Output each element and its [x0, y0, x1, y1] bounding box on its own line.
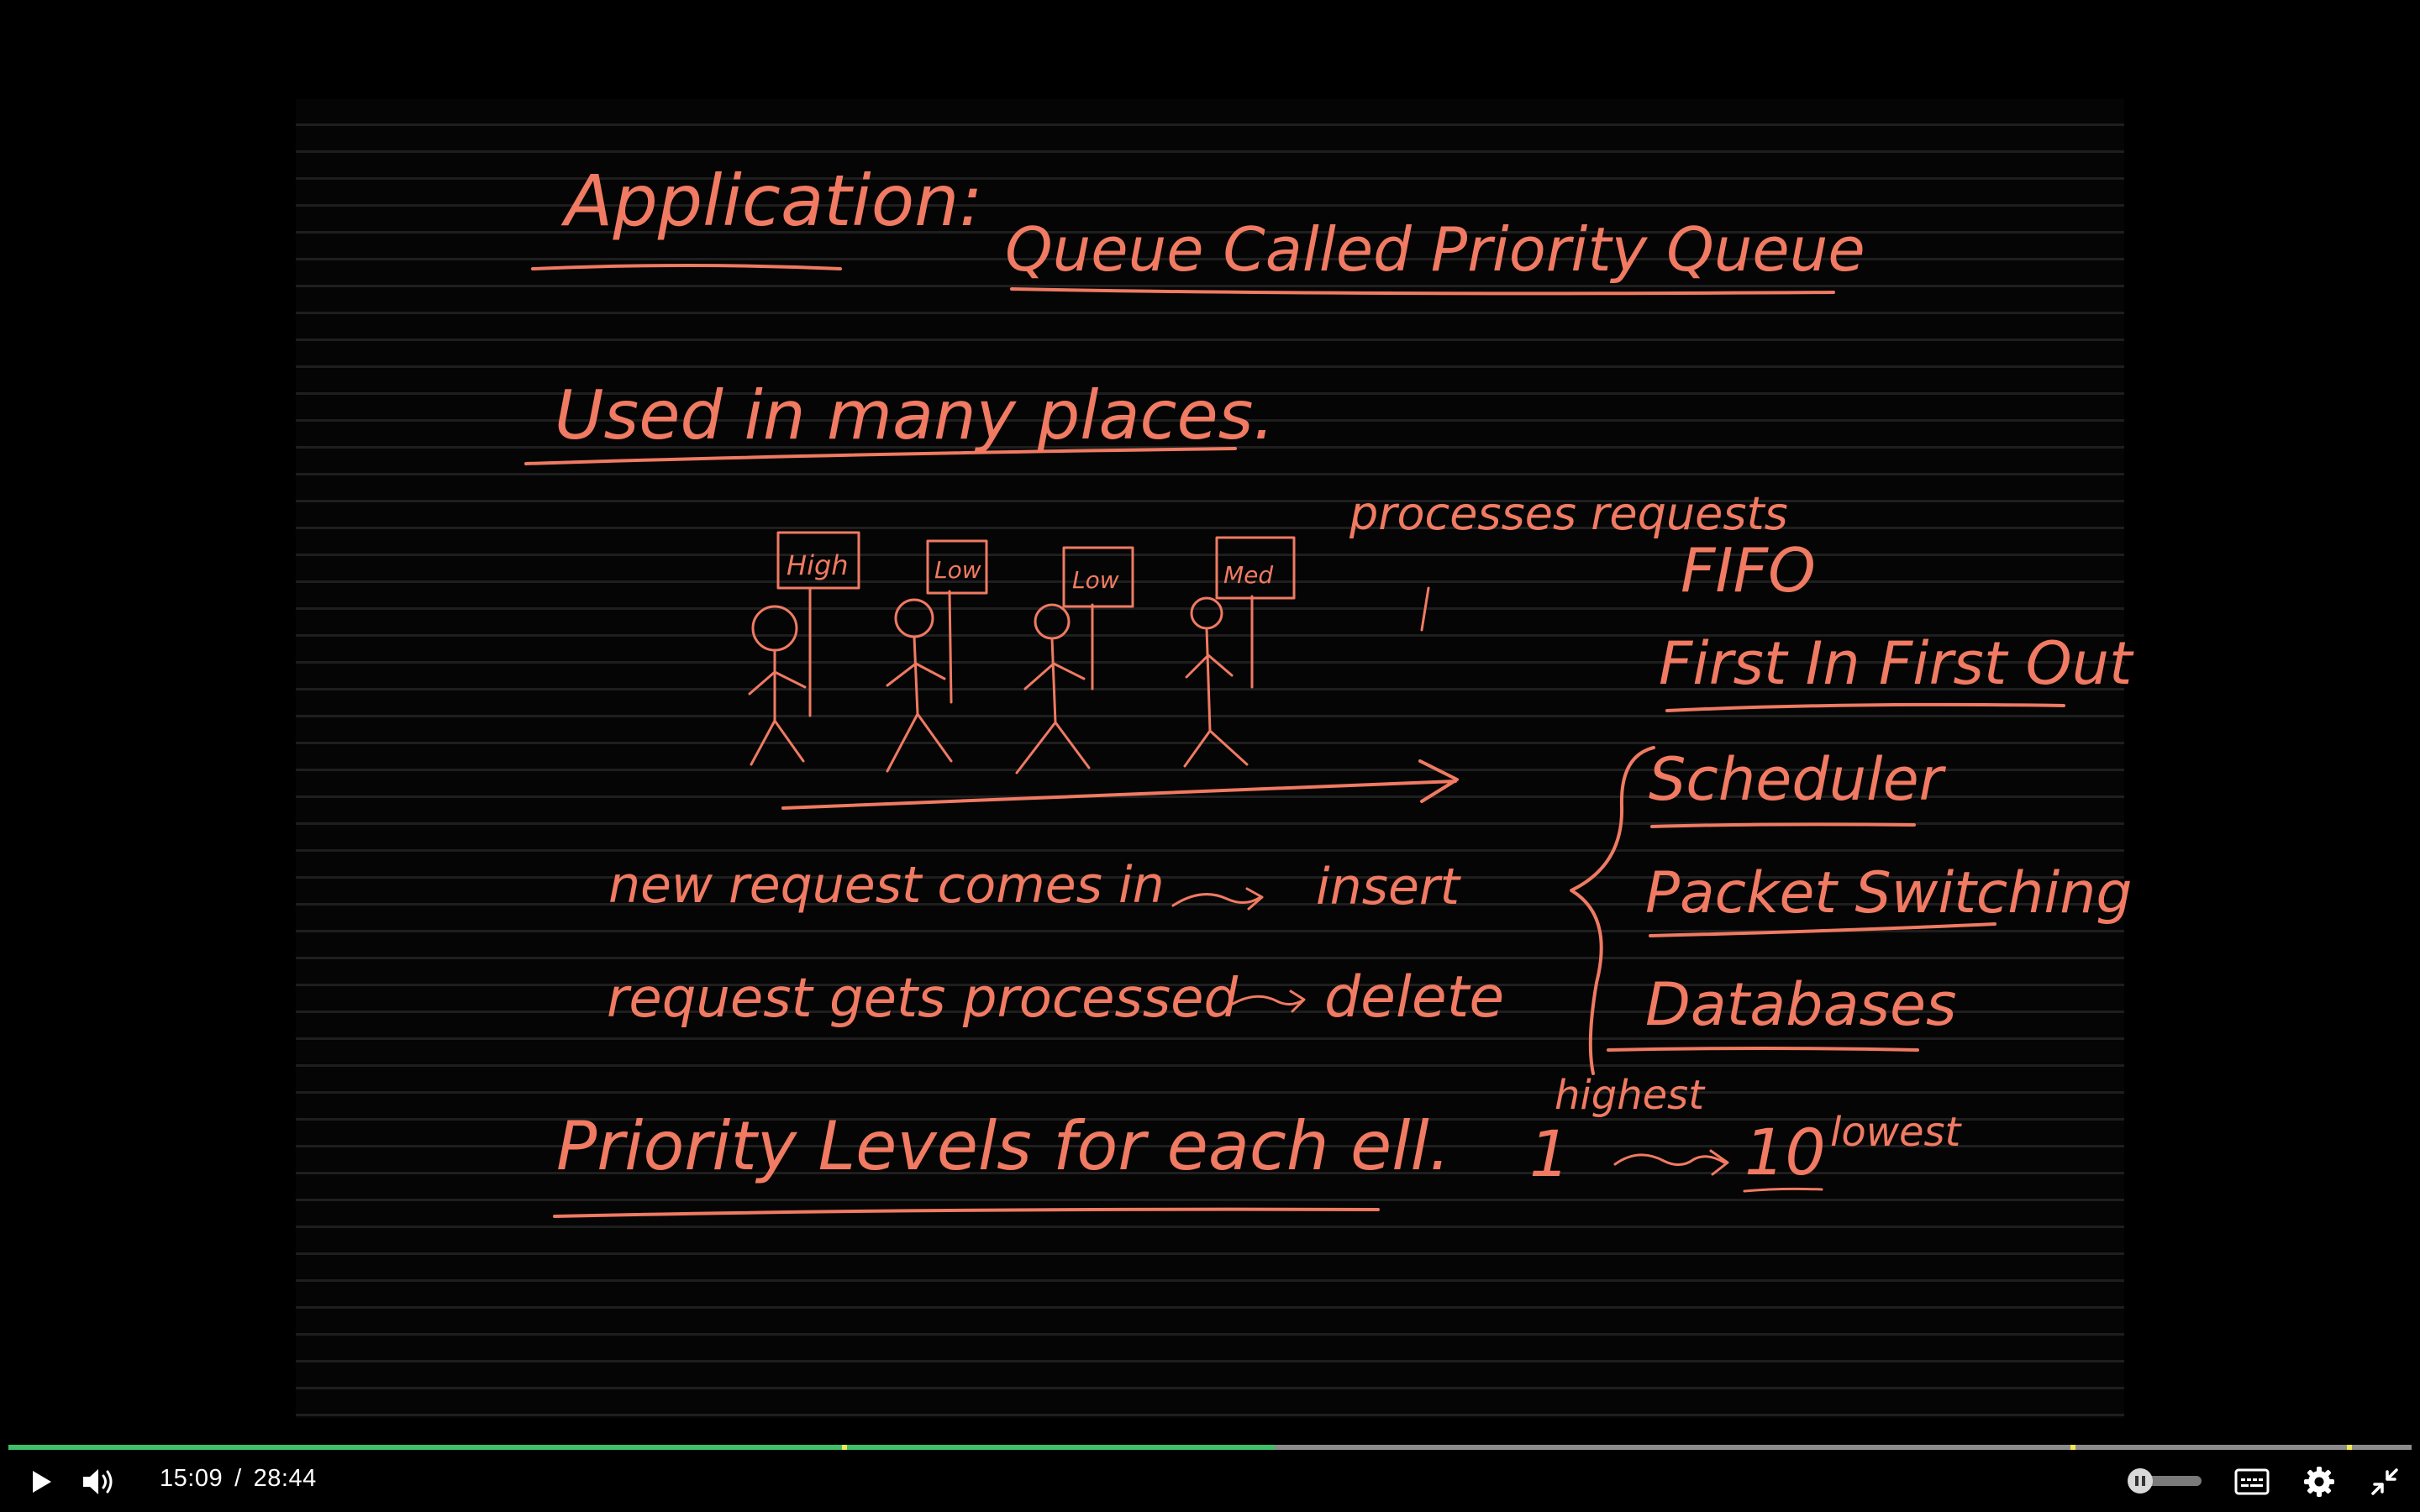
range-low-value: 1 [1529, 1116, 1570, 1191]
time-separator: / [234, 1465, 242, 1492]
stick-figure-low-1: Low [886, 539, 988, 773]
chapter-marker [842, 1445, 848, 1450]
underline-application [531, 264, 842, 270]
exit-fullscreen-button[interactable] [2363, 1460, 2407, 1504]
lowest-label: lowest [1830, 1109, 1963, 1156]
underline-packet [1649, 922, 1996, 937]
range-arrow [1613, 1149, 1729, 1176]
stick-figure-med: Med [1183, 536, 1296, 768]
exit-fullscreen-icon [2371, 1468, 2398, 1495]
autoplay-toggle[interactable] [2128, 1468, 2205, 1494]
sign-label-2: Low [934, 556, 981, 584]
current-time: 15:09 [160, 1465, 224, 1492]
insert-arrow [1171, 887, 1264, 911]
range-high-value: 10 [1744, 1115, 1826, 1189]
delete-arrow [1227, 990, 1306, 1013]
insert-description: new request comes in [608, 856, 1165, 915]
processes-label: processes requests [1349, 487, 1788, 540]
fifo-full-label: First In First Out [1659, 629, 2134, 698]
captions-icon [2234, 1468, 2270, 1495]
heading-priority-queue: Queue Called Priority Queue [1005, 214, 1865, 285]
underline-used [524, 447, 1237, 465]
underline-priority-levels [553, 1207, 1380, 1218]
used-in-many-places: Used in many places. [555, 376, 1275, 454]
chapter-marker [2346, 1445, 2352, 1450]
stick-figure-queue: High Low Low [748, 531, 1296, 774]
priority-levels-label: Priority Levels for each ell. [556, 1107, 1450, 1185]
play-button[interactable] [18, 1460, 62, 1504]
chapter-marker [2070, 1445, 2075, 1450]
volume-icon [83, 1469, 113, 1494]
sign-label-1: High [786, 549, 849, 581]
autoplay-toggle-track [2144, 1476, 2202, 1486]
highest-label: highest [1555, 1072, 1706, 1119]
underline-priority-queue [1010, 287, 1835, 296]
gear-icon [2304, 1467, 2334, 1497]
use-case-packet-switching: Packet Switching [1645, 860, 2133, 927]
use-case-databases: Databases [1645, 970, 1956, 1039]
delete-operation: delete [1324, 964, 1504, 1031]
underline-fifo [1665, 702, 2065, 712]
time-display: 15:09 / 28:44 [160, 1465, 317, 1493]
sign-label-3: Low [1072, 566, 1119, 594]
underline-databases [1607, 1047, 1919, 1052]
underline-scheduler [1650, 822, 1916, 828]
processes-pointer [1420, 586, 1430, 632]
volume-button[interactable] [77, 1460, 121, 1504]
progress-bar-fill [8, 1445, 1276, 1450]
settings-button[interactable] [2297, 1460, 2341, 1504]
total-duration: 28:44 [253, 1465, 317, 1492]
video-frame[interactable] [296, 99, 2124, 1418]
queue-direction-arrow [781, 759, 1459, 810]
stick-figure-low-2: Low [1015, 546, 1134, 774]
progress-bar[interactable] [8, 1445, 2412, 1450]
play-icon [33, 1471, 51, 1493]
captions-button[interactable] [2230, 1460, 2274, 1504]
insert-operation: insert [1316, 858, 1462, 916]
control-bar [0, 1452, 2420, 1512]
fifo-label: FIFO [1681, 535, 1816, 606]
underline-range-high [1743, 1187, 1823, 1193]
use-case-scheduler: Scheduler [1649, 745, 1947, 814]
delete-description: request gets processed [607, 968, 1239, 1030]
heading-application: Application: [560, 160, 983, 242]
stick-figure-high: High [748, 531, 860, 766]
sign-label-4: Med [1223, 561, 1273, 589]
use-case-brace [1570, 746, 1655, 1075]
autoplay-toggle-icon [2128, 1468, 2153, 1494]
